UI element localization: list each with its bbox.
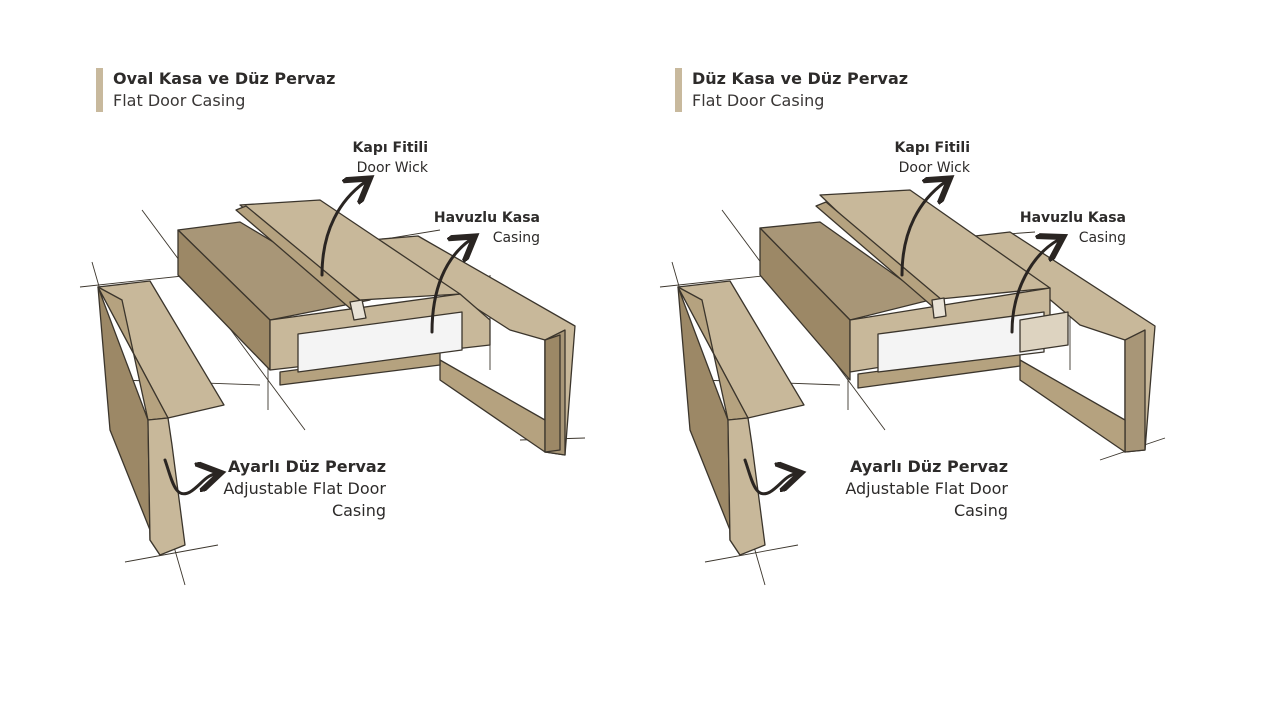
label-casing-en: Casing xyxy=(1078,230,1126,246)
label-door-wick-tr: Kapı Fitili xyxy=(352,140,428,156)
diagram-panel-flat: Düz Kasa ve Düz Pervaz Flat Door Casing xyxy=(580,0,1220,720)
casing-piece xyxy=(369,235,576,456)
label-casing: Havuzlu Kasa Casing xyxy=(400,208,540,248)
label-adjustable-en-1: Adjustable Flat Door xyxy=(223,479,386,498)
label-door-wick: Kapı Fitili Door Wick xyxy=(300,138,428,178)
label-adjustable-en-2: Casing xyxy=(331,501,386,520)
adjustable-arrow xyxy=(743,458,795,496)
label-adjustable-en-2: Casing xyxy=(953,501,1008,520)
adjustable-casing-piece xyxy=(97,280,225,556)
panel-title-en: Flat Door Casing xyxy=(113,91,246,110)
label-door-wick-en: Door Wick xyxy=(356,160,428,176)
label-adjustable-tr: Ayarlı Düz Pervaz xyxy=(849,457,1008,476)
adjustable-casing-piece xyxy=(677,280,805,556)
frame-body xyxy=(177,199,491,386)
label-adjustable-casing: Ayarlı Düz Pervaz Adjustable Flat Door C… xyxy=(190,456,386,522)
casing-arrow xyxy=(430,240,470,334)
panel-title: Oval Kasa ve Düz Pervaz Flat Door Casing xyxy=(96,68,335,112)
label-door-wick: Kapı Fitili Door Wick xyxy=(842,138,970,178)
diagram-panel-oval: Oval Kasa ve Düz Pervaz Flat Door Casing xyxy=(79,0,586,586)
panel-title-tr: Düz Kasa ve Düz Pervaz xyxy=(692,69,909,88)
annotation-arrows xyxy=(743,182,1058,496)
label-door-wick-tr: Kapı Fitili xyxy=(894,140,970,156)
label-adjustable-tr: Ayarlı Düz Pervaz xyxy=(227,457,386,476)
label-casing-en: Casing xyxy=(492,230,540,246)
panel-title-en: Flat Door Casing xyxy=(692,91,825,110)
casing-arrow xyxy=(1010,240,1058,334)
label-casing-tr: Havuzlu Kasa xyxy=(1019,210,1126,226)
casing-piece xyxy=(974,231,1156,453)
panel-title: Düz Kasa ve Düz Pervaz Flat Door Casing xyxy=(675,68,908,112)
label-adjustable-casing: Ayarlı Düz Pervaz Adjustable Flat Door C… xyxy=(812,456,1008,522)
annotation-arrows xyxy=(163,182,470,496)
label-door-wick-en: Door Wick xyxy=(898,160,970,176)
panel-title-tr: Oval Kasa ve Düz Pervaz xyxy=(113,69,336,88)
frame-body xyxy=(759,189,1069,389)
door-frame-drawing xyxy=(659,0,1166,586)
label-casing: Havuzlu Kasa Casing xyxy=(986,208,1126,248)
adjustable-arrow xyxy=(163,458,215,496)
wick-arrow xyxy=(320,182,365,277)
label-adjustable-en-1: Adjustable Flat Door xyxy=(845,479,1008,498)
wick-arrow xyxy=(900,182,945,277)
door-frame-drawing xyxy=(79,0,586,586)
label-casing-tr: Havuzlu Kasa xyxy=(433,210,540,226)
